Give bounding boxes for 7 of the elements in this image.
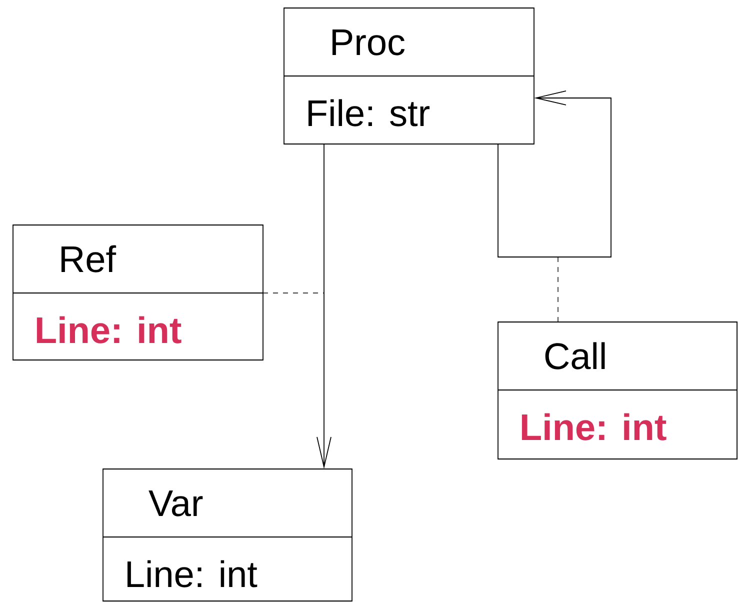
association-class-link [262,292,324,294]
association-arrow [316,144,332,469]
class-box: Proc File: str [284,8,534,144]
class-box: Ref Line: int [12,224,264,360]
self-association-arrow [498,90,612,258]
class-box: Call Line: int [498,322,738,460]
class-box: Var Line: int [102,468,352,602]
